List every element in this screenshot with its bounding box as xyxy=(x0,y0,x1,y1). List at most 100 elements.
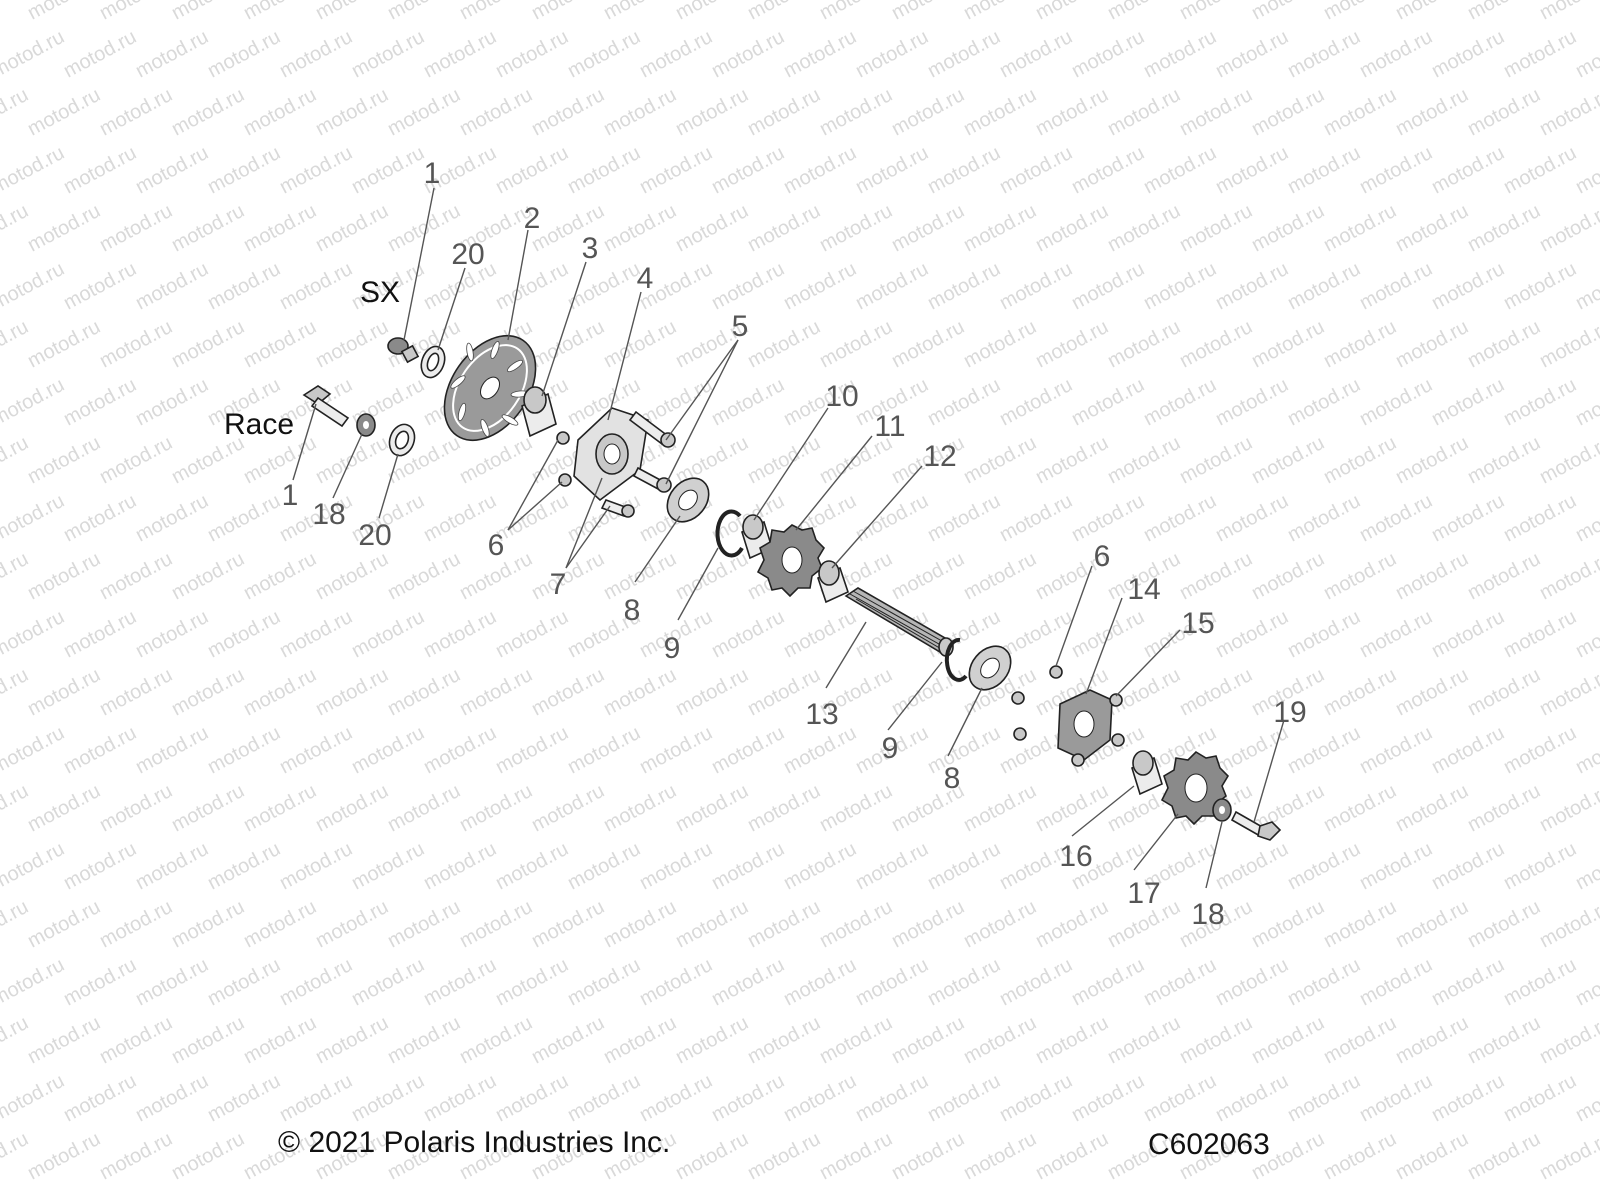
watermark-text: motod.ru xyxy=(240,664,320,720)
watermark-text: motod.ru xyxy=(924,1070,1004,1126)
watermark-text: motod.ru xyxy=(564,954,644,1010)
watermark-text: motod.ru xyxy=(1428,606,1508,662)
watermark-text: motod.ru xyxy=(1392,0,1472,24)
watermark-text: motod.ru xyxy=(384,780,464,836)
watermark-text: motod.ru xyxy=(240,316,320,372)
watermark-text: motod.ru xyxy=(1500,374,1580,430)
watermark-text: motod.ru xyxy=(1356,374,1436,430)
callout-11: 11 xyxy=(874,410,905,443)
watermark-text: motod.ru xyxy=(168,548,248,604)
nuts-6-right xyxy=(1011,665,1063,741)
callout-13: 13 xyxy=(805,698,838,731)
watermark-text: motod.ru xyxy=(168,200,248,256)
watermark-text: motod.ru xyxy=(1104,664,1184,720)
watermark-text: motod.ru xyxy=(780,606,860,662)
watermark-text: motod.ru xyxy=(996,258,1076,314)
watermark-text: motod.ru xyxy=(1104,200,1184,256)
watermark-text: motod.ru xyxy=(348,838,428,894)
watermark-text: motod.ru xyxy=(240,548,320,604)
watermark-text: motod.ru xyxy=(1464,1012,1544,1068)
splined-shaft xyxy=(844,587,954,657)
watermark-text: motod.ru xyxy=(1536,1012,1600,1068)
watermark-text: motod.ru xyxy=(384,84,464,140)
watermark-text: motod.ru xyxy=(1500,26,1580,82)
watermark-text: motod.ru xyxy=(456,896,536,952)
watermark-text: motod.ru xyxy=(384,0,464,24)
watermark-text: motod.ru xyxy=(1392,1128,1472,1184)
watermark-text: motod.ru xyxy=(636,838,716,894)
watermark-text: motod.ru xyxy=(636,722,716,778)
watermark-text: motod.ru xyxy=(1464,200,1544,256)
watermark-text: motod.ru xyxy=(636,26,716,82)
watermark-text: motod.ru xyxy=(348,26,428,82)
watermark-text: motod.ru xyxy=(996,954,1076,1010)
watermark-text: motod.ru xyxy=(888,84,968,140)
snap-ring-9-right xyxy=(944,637,968,682)
watermark-text: motod.ru xyxy=(168,0,248,24)
watermark-text: motod.ru xyxy=(816,316,896,372)
watermark-text: motod.ru xyxy=(1284,954,1364,1010)
watermark-text: motod.ru xyxy=(960,780,1040,836)
watermark-text: motod.ru xyxy=(1500,722,1580,778)
callout-8-right: 8 xyxy=(944,762,961,795)
watermark-text: motod.ru xyxy=(708,26,788,82)
watermark-text: motod.ru xyxy=(1248,0,1328,24)
watermark-text: motod.ru xyxy=(1284,490,1364,546)
callout-4: 4 xyxy=(637,262,654,295)
watermark-text: motod.ru xyxy=(564,258,644,314)
watermark-text: motod.ru xyxy=(276,722,356,778)
callout-8-left: 8 xyxy=(624,594,641,627)
watermark-text: motod.ru xyxy=(960,432,1040,488)
watermark-text: motod.ru xyxy=(0,316,32,372)
watermark-text: motod.ru xyxy=(672,200,752,256)
watermark-text: motod.ru xyxy=(204,722,284,778)
watermark-text: motod.ru xyxy=(348,142,428,198)
watermark-text: motod.ru xyxy=(1428,26,1508,82)
watermark-text: motod.ru xyxy=(0,1070,68,1126)
watermark-text: motod.ru xyxy=(168,780,248,836)
watermark-text: motod.ru xyxy=(744,316,824,372)
watermark-text: motod.ru xyxy=(1320,780,1400,836)
watermark-text: motod.ru xyxy=(708,1070,788,1126)
watermark-text: motod.ru xyxy=(636,142,716,198)
watermark-text: motod.ru xyxy=(348,722,428,778)
watermark-text: motod.ru xyxy=(96,896,176,952)
watermark-text: motod.ru xyxy=(528,316,608,372)
watermark-text: motod.ru xyxy=(1356,838,1436,894)
watermark-text: motod.ru xyxy=(276,142,356,198)
watermark-text: motod.ru xyxy=(96,1012,176,1068)
variant-label-race: Race xyxy=(224,408,294,441)
watermark-text: motod.ru xyxy=(1212,722,1292,778)
watermark-text: motod.ru xyxy=(708,374,788,430)
watermark-text: motod.ru xyxy=(96,780,176,836)
watermark-text: motod.ru xyxy=(1248,200,1328,256)
watermark-text: motod.ru xyxy=(0,432,32,488)
watermark-text: motod.ru xyxy=(600,84,680,140)
watermark-text: motod.ru xyxy=(1572,1070,1600,1126)
watermark-text: motod.ru xyxy=(1464,432,1544,488)
watermark-text: motod.ru xyxy=(1284,606,1364,662)
watermark-text: motod.ru xyxy=(1032,200,1112,256)
callout-14: 14 xyxy=(1127,573,1160,606)
watermark-text: motod.ru xyxy=(312,664,392,720)
watermark-text: motod.ru xyxy=(1356,954,1436,1010)
drive-sprocket-disc xyxy=(443,334,537,442)
watermark-text: motod.ru xyxy=(24,548,104,604)
bolt-race xyxy=(302,385,350,428)
watermark-text: motod.ru xyxy=(672,0,752,24)
watermark-text: motod.ru xyxy=(852,838,932,894)
watermark-text: motod.ru xyxy=(456,780,536,836)
callout-7: 7 xyxy=(550,568,567,601)
watermark-text: motod.ru xyxy=(204,954,284,1010)
watermark-text: motod.ru xyxy=(348,954,428,1010)
watermark-text: motod.ru xyxy=(60,954,140,1010)
watermark-text: motod.ru xyxy=(1500,838,1580,894)
watermark-text: motod.ru xyxy=(1032,896,1112,952)
watermark-text: motod.ru xyxy=(1176,432,1256,488)
watermark-text: motod.ru xyxy=(420,954,500,1010)
watermark-text: motod.ru xyxy=(564,142,644,198)
watermark-text: motod.ru xyxy=(564,26,644,82)
watermark-text: motod.ru xyxy=(1536,0,1600,24)
watermark-text: motod.ru xyxy=(564,1070,644,1126)
watermark-text: motod.ru xyxy=(1212,490,1292,546)
